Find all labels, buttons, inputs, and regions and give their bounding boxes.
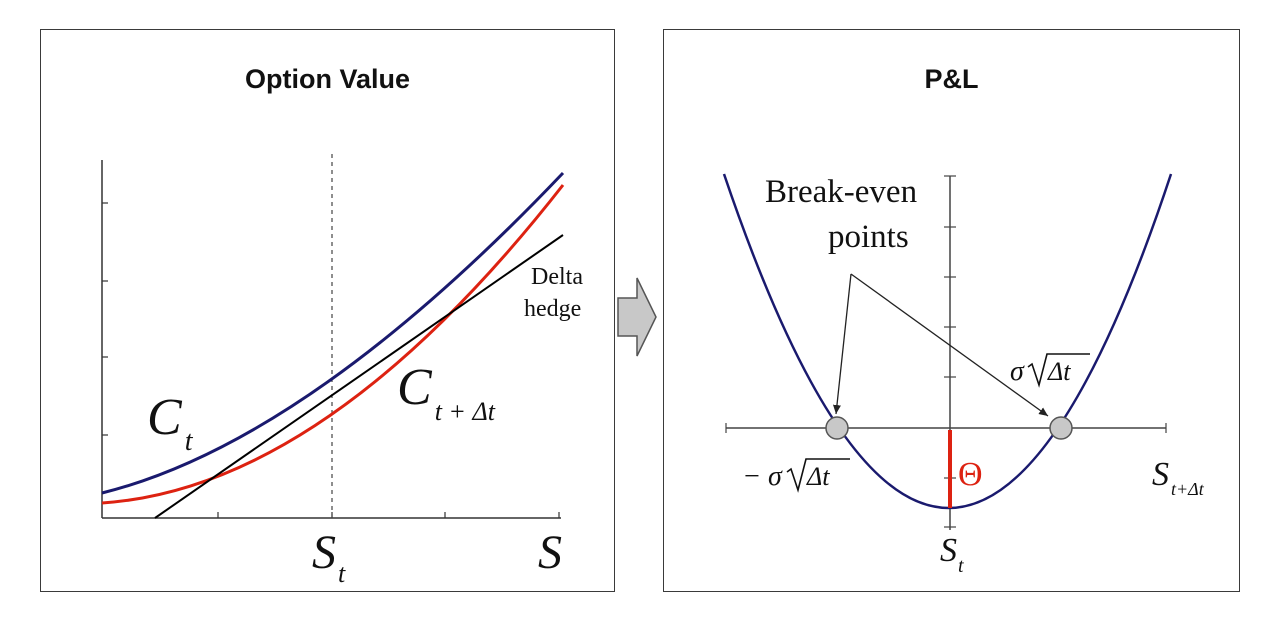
delta-hedge-label: Delta hedge xyxy=(524,264,589,322)
option-value-title: Option Value xyxy=(244,64,411,94)
st-tick-label: St xyxy=(312,526,346,588)
break-even-annotation: Break-even points xyxy=(765,174,925,255)
annotation-arrow-left xyxy=(832,273,852,415)
svg-text:σ: σ xyxy=(1010,356,1025,387)
annotation-arrow-right xyxy=(850,273,1049,417)
left-break-even-label: − σ Δt xyxy=(744,458,850,493)
x-axis-ticks xyxy=(217,512,560,518)
break-even-point-right xyxy=(1049,416,1073,440)
right-break-even-label: σ Δt xyxy=(1010,353,1090,388)
svg-text:−: − xyxy=(744,461,760,492)
ct-dt-curve xyxy=(101,184,565,505)
y-axis-ticks xyxy=(102,202,108,436)
svg-text:Δt: Δt xyxy=(1047,357,1071,386)
break-even-point-left xyxy=(825,416,849,440)
ct-curve xyxy=(101,171,565,495)
transition-arrow-icon xyxy=(617,277,657,357)
pnl-title: P&L xyxy=(924,64,979,94)
pnl-x-ticks xyxy=(725,423,1167,433)
pnl-st-label: St xyxy=(940,532,964,577)
delta-hedge-line xyxy=(154,234,564,519)
svg-text:Δt: Δt xyxy=(806,462,830,491)
svg-text:σ: σ xyxy=(768,461,783,492)
pnl-panel: P&L Θ Break-even poi xyxy=(663,29,1240,592)
theta-label: Θ xyxy=(958,456,983,493)
pnl-parabola xyxy=(722,173,1173,509)
s-axis-label: S xyxy=(538,526,562,579)
